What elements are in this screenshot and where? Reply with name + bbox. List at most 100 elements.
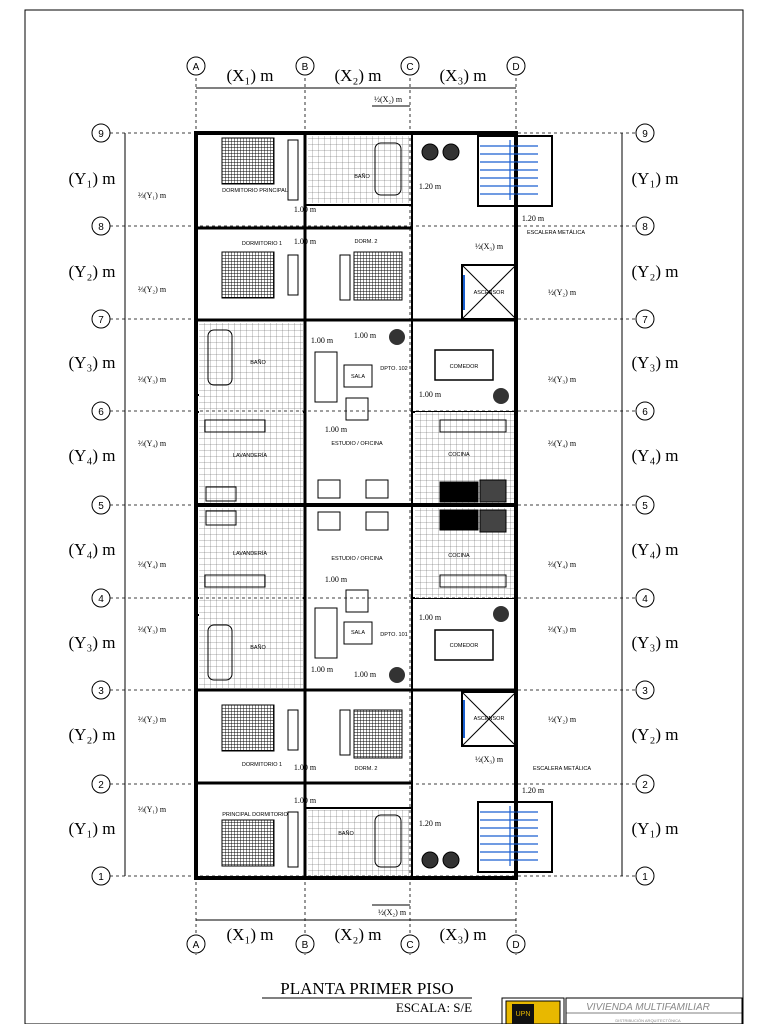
dim-y-right-1: (Y₁) m: [632, 169, 679, 188]
stairs-bottom: [477, 801, 553, 873]
elevator-bottom: [461, 691, 517, 747]
inner-dim-right-6: ½(Y₂) m: [548, 715, 577, 724]
dim-half-x2-top: ½(X₂) m: [374, 95, 403, 104]
note-100-1: 1.00 m: [294, 205, 317, 214]
label-lavanderia-top: LAVANDERÍA: [233, 452, 267, 459]
label-dorm2-bottom: DORM. 2: [355, 766, 378, 772]
label-sala-bottom: SALA: [351, 630, 365, 636]
col-label-c-bottom: C: [406, 940, 413, 951]
dim-y-left-8: (Y₁) m: [69, 819, 116, 838]
row-label-7-right: 7: [642, 315, 648, 326]
title-block: UPN VIVIENDA MULTIFAMILIAR DISTRIBUCIÓN …: [501, 997, 743, 1024]
inner-dim-right-3: ⅔(Y₄) m: [548, 439, 577, 448]
dim-y-left-4: (Y₄) m: [69, 446, 116, 465]
room-labels: DORMITORIO PRINCIPAL BAÑO DORMITORIO 1 D…: [222, 173, 591, 837]
dim-x3-bottom: (X₃) m: [440, 925, 487, 944]
label-dpto-top: DPTO. 102: [380, 366, 407, 372]
label-dpto-bottom: DPTO. 101: [380, 632, 407, 638]
row-label-2-right: 2: [642, 780, 648, 791]
inner-dim-left-5: ⅔(Y₄) m: [138, 560, 167, 569]
note-120-3: 1.20 m: [522, 786, 545, 795]
note-100-8: 1.00 m: [419, 613, 442, 622]
inner-dim-left-6: ⅔(Y₃) m: [138, 625, 167, 634]
label-bano-bottom: BAÑO: [338, 830, 354, 837]
water-heaters: [389, 143, 509, 869]
grid-lines: [110, 60, 640, 955]
dim-y-right-2: (Y₂) m: [632, 262, 679, 281]
label-dormitorio1-top: DORMITORIO 1: [242, 241, 282, 247]
label-estudio-bottom: ESTUDIO / OFICINA: [331, 556, 383, 562]
label-ascensor-bottom: ASCENSOR: [474, 716, 505, 722]
inner-dim-left-3: ⅔(Y₃) m: [138, 375, 167, 384]
col-label-b-bottom: B: [302, 940, 309, 951]
dimension-lines: [124, 87, 623, 921]
note-100-9: 1.00 m: [311, 665, 334, 674]
row-label-4-left: 4: [98, 594, 104, 605]
label-bano-lower-left: BAÑO: [250, 644, 266, 651]
label-escalera-top: ESCALERA METÁLICA: [527, 229, 585, 236]
row-label-6-left: 6: [98, 407, 104, 418]
row-label-8-right: 8: [642, 222, 648, 233]
inner-dim-right-5: ⅔(Y₃) m: [548, 625, 577, 634]
row-label-7-left: 7: [98, 315, 104, 326]
drawing-title: PLANTA PRIMER PISO: [280, 979, 453, 998]
row-label-4-right: 4: [642, 594, 648, 605]
label-principal-dorm: PRINCIPAL DORMITORIO: [222, 812, 288, 818]
note-100-4: 1.00 m: [311, 336, 334, 345]
row-bubbles-left: 9 8 7 6 5 4 3 2 1: [91, 123, 111, 886]
dim-y-right-8: (Y₁) m: [632, 819, 679, 838]
column-bubbles-bottom: A B C D: [186, 934, 526, 954]
label-lavanderia-bottom: LAVANDERÍA: [233, 550, 267, 557]
dim-y-left-5: (Y₄) m: [69, 540, 116, 559]
dim-x1-bottom: (X₁) m: [227, 925, 274, 944]
elevator-dim-top: ½(X₃) m: [475, 242, 504, 251]
inner-dims-right: ½(Y₂) m ⅔(Y₃) m ⅔(Y₄) m ⅔(Y₄) m ⅔(Y₃) m …: [548, 288, 577, 724]
inner-dim-left-8: ⅔(Y₁) m: [138, 805, 167, 814]
upn-logo-icon: [512, 1004, 534, 1024]
stairs-top: [477, 135, 553, 207]
dim-x3-top: (X₃) m: [440, 66, 487, 85]
note-100-5: 1.00 m: [325, 425, 348, 434]
dim-y-right-4: (Y₄) m: [632, 446, 679, 465]
col-label-d-bottom: D: [512, 940, 519, 951]
dim-x2-top: (X₂) m: [335, 66, 382, 85]
note-100-11: 1.00 m: [294, 763, 317, 772]
furniture: [204, 139, 507, 868]
inner-dim-left-2: ⅔(Y₂) m: [138, 285, 167, 294]
row-label-6-right: 6: [642, 407, 648, 418]
elevator-dim-bottom: ½(X₃) m: [475, 755, 504, 764]
row-dims-left: (Y₁) m (Y₂) m (Y₃) m (Y₄) m (Y₄) m (Y₃) …: [69, 169, 116, 838]
column-bubbles-top: A B C D: [186, 56, 526, 76]
dim-y-left-3: (Y₃) m: [69, 353, 116, 372]
dim-y-right-3: (Y₃) m: [632, 353, 679, 372]
col-label-a-bottom: A: [193, 940, 200, 951]
dim-x1-top: (X₁) m: [227, 66, 274, 85]
label-sala-top: SALA: [351, 374, 365, 380]
col-label-b-top: B: [302, 62, 309, 73]
label-estudio-top: ESTUDIO / OFICINA: [331, 441, 383, 447]
dim-y-left-6: (Y₃) m: [69, 633, 116, 652]
label-cocina-bottom: COCINA: [448, 553, 470, 559]
col-label-a-top: A: [193, 62, 200, 73]
inner-dim-left-7: ⅔(Y₂) m: [138, 715, 167, 724]
note-100-3: 1.00 m: [354, 331, 377, 340]
note-100-12: 1.00 m: [294, 796, 317, 805]
note-100-10: 1.00 m: [354, 670, 377, 679]
label-dorm-principal: DORMITORIO PRINCIPAL: [222, 188, 288, 194]
dim-y-right-7: (Y₂) m: [632, 725, 679, 744]
titleblock-logo: UPN: [516, 1011, 531, 1018]
note-120-2: 1.20 m: [522, 214, 545, 223]
row-label-8-left: 8: [98, 222, 104, 233]
dim-y-left-7: (Y₂) m: [69, 725, 116, 744]
label-bano-upper-left: BAÑO: [250, 359, 266, 366]
sheet-border: [24, 9, 744, 1024]
label-comedor-top: COMEDOR: [450, 364, 479, 370]
inner-dim-left-1: ⅔(Y₁) m: [138, 191, 167, 200]
col-label-c-top: C: [406, 62, 413, 73]
titleblock-project: VIVIENDA MULTIFAMILIAR: [586, 1002, 710, 1013]
spacing-notes: 1.00 m 1.00 m 1.00 m 1.00 m 1.00 m 1.00 …: [294, 182, 545, 828]
dim-y-right-5: (Y₄) m: [632, 540, 679, 559]
inner-dims-left: ⅔(Y₁) m ⅔(Y₂) m ⅔(Y₃) m ⅔(Y₄) m ⅔(Y₄) m …: [138, 191, 167, 814]
dim-y-left-2: (Y₂) m: [69, 262, 116, 281]
